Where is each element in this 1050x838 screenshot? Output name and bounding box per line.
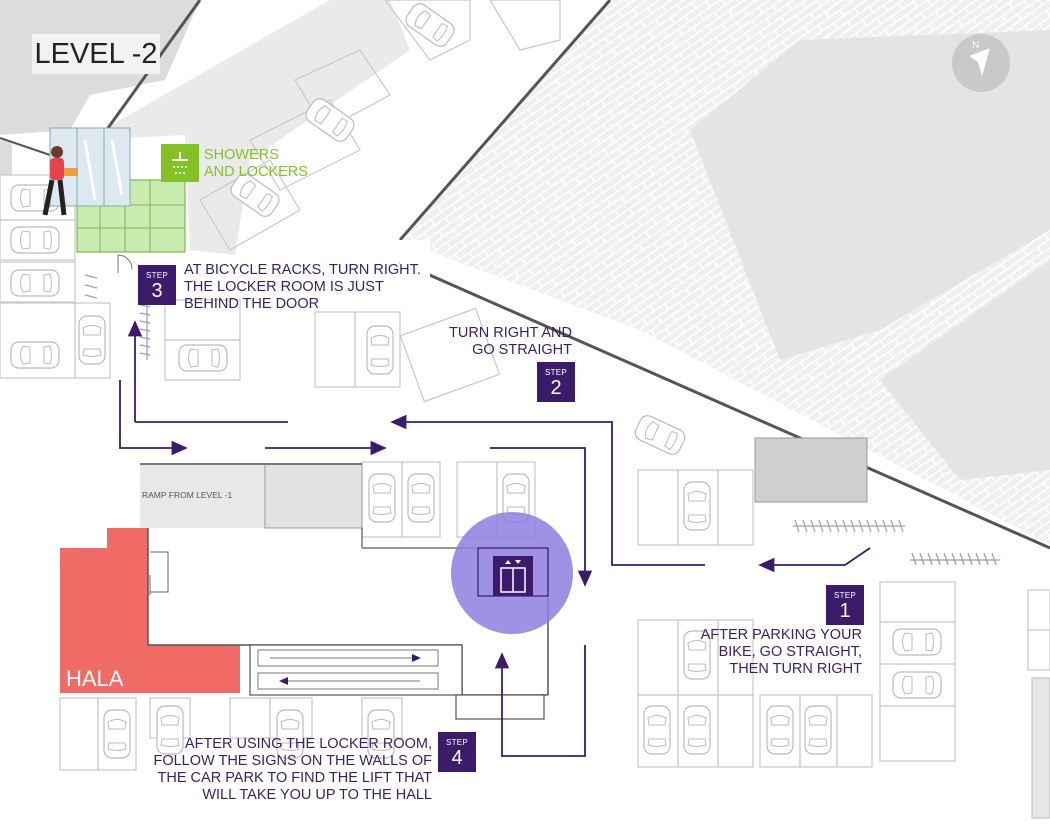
- building-block: [690, 30, 1050, 360]
- compass-north-label: N: [972, 40, 980, 51]
- step-word: STEP: [544, 368, 568, 377]
- step-number: 2: [550, 377, 562, 399]
- bicycle-rack-icon: [84, 274, 1000, 566]
- hall-label: HALA: [66, 666, 124, 691]
- instruction-line: BIKE, GO STRAIGHT,: [718, 644, 862, 660]
- building-block: [0, 140, 12, 175]
- instruction-line: GO STRAIGHT: [472, 342, 572, 358]
- instruction-line: AFTER USING THE LOCKER ROOM,: [184, 736, 432, 752]
- instruction-line: THE CAR PARK TO FIND THE LIFT THAT: [157, 770, 432, 786]
- instruction-line: AFTER PARKING YOUR: [700, 627, 862, 643]
- instruction-line: WILL TAKE YOU UP TO THE HALL: [202, 787, 432, 803]
- escalators: [249, 644, 545, 720]
- showers-label-line: AND LOCKERS: [204, 164, 308, 180]
- instruction-line: BEHIND THE DOOR: [184, 296, 320, 312]
- building-block: [880, 260, 1050, 480]
- step-2-instruction: TURN RIGHT AND GO STRAIGHT: [449, 325, 572, 359]
- person-icon: [42, 146, 78, 216]
- step-1-badge: STEP 1: [826, 585, 864, 625]
- step-2-badge: STEP 2: [537, 362, 575, 402]
- step-3-badge: STEP 3: [138, 265, 176, 305]
- showers-label-line: SHOWERS: [204, 147, 279, 163]
- instruction-line: FOLLOW THE SIGNS ON THE WALLS OF: [153, 753, 432, 769]
- step-word: STEP: [145, 271, 169, 280]
- instruction-line: AT BICYCLE RACKS, TURN RIGHT.: [184, 262, 421, 278]
- step-4-instruction: AFTER USING THE LOCKER ROOM, FOLLOW THE …: [153, 736, 432, 804]
- step-word: STEP: [833, 591, 857, 600]
- step-number: 1: [839, 600, 851, 622]
- step-3-instruction: AT BICYCLE RACKS, TURN RIGHT. THE LOCKER…: [184, 262, 421, 313]
- showers-label: SHOWERS AND LOCKERS: [204, 147, 308, 181]
- lift-icon: [493, 556, 533, 596]
- route-path: [119, 320, 871, 757]
- step-1-instruction: AFTER PARKING YOUR BIKE, GO STRAIGHT, TH…: [701, 627, 862, 678]
- building-block: [85, 0, 410, 255]
- step-number: 4: [451, 747, 463, 769]
- instruction-line: THE LOCKER ROOM IS JUST: [184, 279, 384, 295]
- step-4-badge: STEP 4: [438, 732, 476, 772]
- step-word: STEP: [445, 738, 469, 747]
- hall-area: [60, 528, 240, 693]
- shower-icon: [161, 144, 199, 182]
- instruction-line: TURN RIGHT AND: [449, 325, 572, 341]
- compass-icon: N: [952, 34, 1010, 92]
- ramp-label: RAMP FROM LEVEL -1: [142, 490, 233, 500]
- step-number: 3: [151, 280, 163, 302]
- instruction-line: THEN TURN RIGHT: [729, 661, 862, 677]
- level-title: LEVEL -2: [32, 34, 160, 74]
